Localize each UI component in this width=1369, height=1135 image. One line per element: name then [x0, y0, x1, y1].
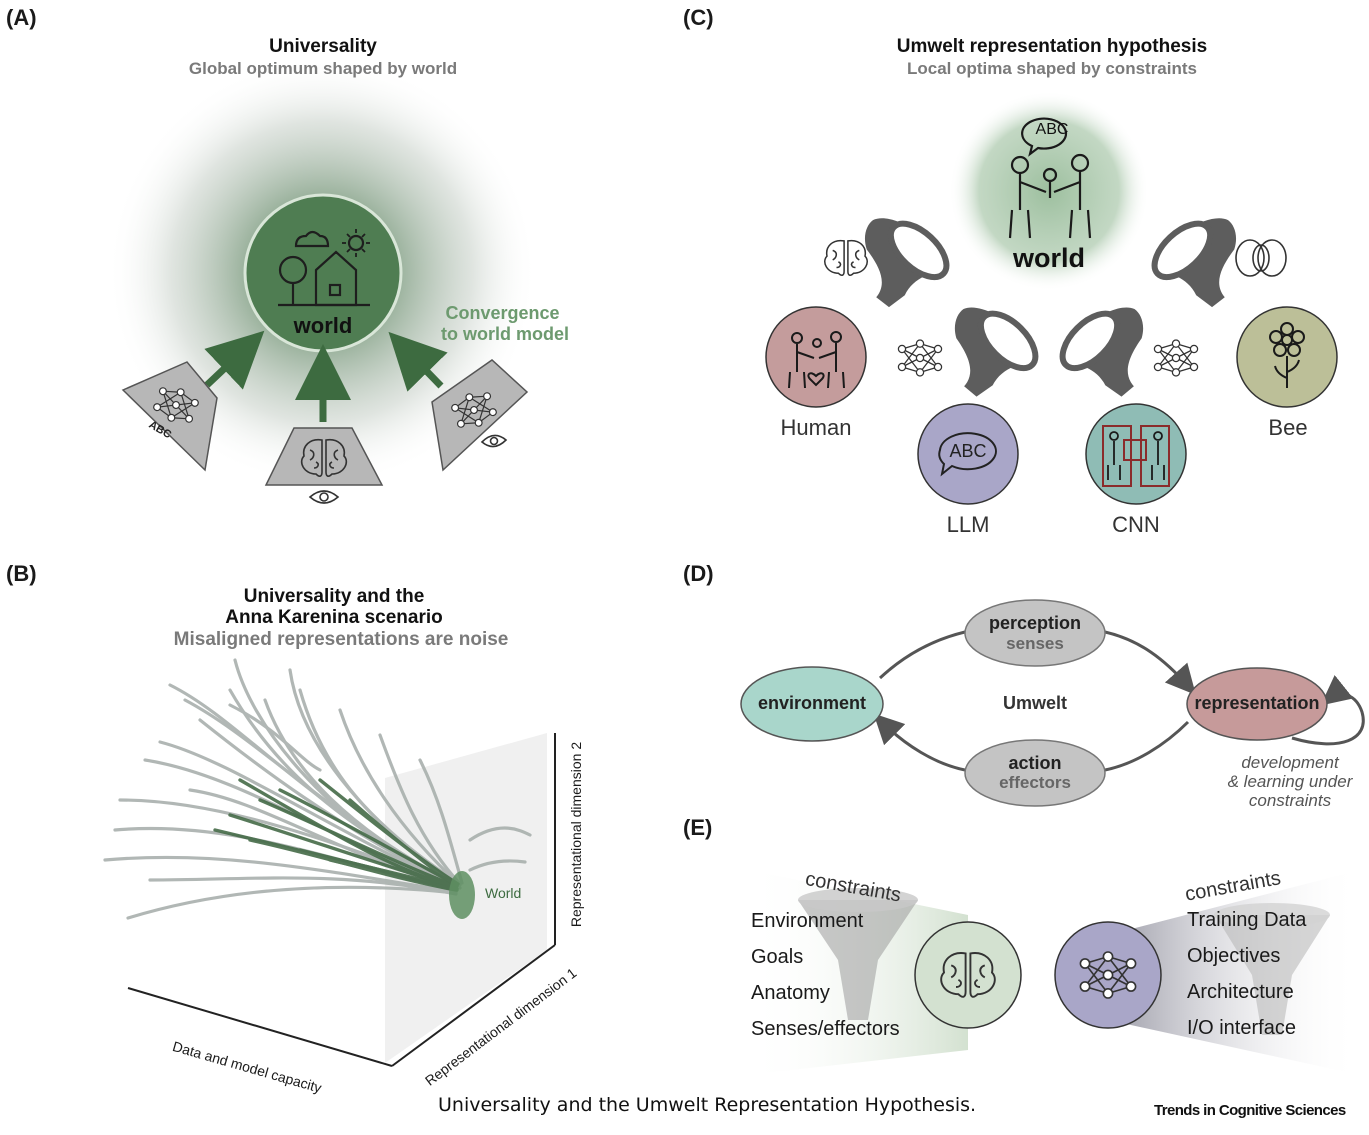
action-node: [964, 739, 1106, 807]
panel-letter-a: (A): [6, 5, 37, 30]
dev-line3: constraints: [1248, 791, 1332, 810]
right-item-2: Objectives: [1187, 945, 1281, 967]
convergence-line1: Convergence: [445, 303, 560, 323]
environment-label: environment: [757, 693, 867, 713]
panel-letter-d: (D): [683, 561, 714, 586]
representation-label: representation: [1194, 693, 1320, 713]
right-item-3: Architecture: [1187, 981, 1294, 1003]
left-item-2: Goals: [751, 946, 804, 968]
arc-perception-rep: [1104, 630, 1196, 695]
funnel-human: [856, 209, 962, 316]
axis-capacity: [127, 987, 393, 1067]
right-item-1: Training Data: [1187, 909, 1307, 931]
trajectory-bundle: [103, 658, 532, 920]
title-a: Universality: [269, 36, 377, 57]
people-flower-icon: [1008, 117, 1092, 239]
axis-label-dim2: Representational dimension 2: [568, 741, 584, 928]
dev-line1: development: [1241, 753, 1339, 772]
convergence-line2: to world model: [441, 324, 569, 344]
funnel-cnn: [1046, 298, 1154, 407]
umwelt-label: Umwelt: [1002, 693, 1067, 713]
figure-caption: Universality and the Umwelt Representati…: [438, 1094, 977, 1116]
cnn-label: CNN: [1112, 512, 1160, 537]
perception-node: [964, 599, 1106, 667]
eye-icon-a2: [480, 434, 508, 448]
human-label: Human: [780, 415, 852, 440]
title-c: Umwelt representation hypothesis: [896, 36, 1208, 57]
panel-letter-b: (B): [6, 561, 37, 586]
vision-model-plate: [431, 359, 529, 472]
abc-bubble-c: ABC: [1035, 121, 1069, 138]
world-target-b: [449, 871, 475, 919]
world-label-a: world: [293, 313, 353, 338]
funnel-bee: [1140, 209, 1246, 316]
arrow-left-a: [204, 330, 265, 390]
world-label-b: World: [485, 885, 522, 901]
llm-label: LLM: [946, 512, 990, 537]
dev-line2: & learning under: [1227, 772, 1353, 791]
image-crops-icon: [1102, 425, 1170, 487]
subtitle-c: Local optima shaped by constraints: [906, 59, 1197, 78]
brain-icon-c: [824, 239, 868, 277]
bee-brain-icon: [1235, 239, 1287, 277]
eye-icon-a: [308, 490, 340, 504]
cnn-circle: [1085, 403, 1187, 505]
arrow-right-a: [388, 331, 448, 392]
subtitle-a: Global optimum shaped by world: [188, 59, 458, 78]
arc-action-env: [873, 713, 966, 772]
funnel-llm: [943, 298, 1051, 407]
effectors-label: effectors: [999, 773, 1071, 792]
world-label-c: world: [1013, 243, 1085, 273]
net-icon-llm: [897, 339, 943, 377]
arc-env-perception: [878, 630, 966, 680]
llm-circle: [917, 403, 1019, 505]
senses-label: senses: [1006, 634, 1064, 653]
human-circle: [765, 306, 867, 408]
funnel-right: [1215, 915, 1330, 1035]
axis-dim1: [391, 944, 556, 1067]
representation-node: [1186, 667, 1328, 741]
journal-logo: Trends in Cognitive Sciences: [1154, 1102, 1346, 1119]
world-scene-icon: [278, 229, 370, 307]
left-item-1: Environment: [751, 910, 864, 932]
title-b-line1: Universality and the: [243, 586, 425, 607]
net-icon-cnn: [1153, 339, 1199, 377]
subtitle-b: Misaligned representations are noise: [173, 629, 509, 650]
speech-bubble-icon: [938, 432, 997, 477]
arc-rep-action: [1104, 720, 1190, 772]
panel-letter-c: (C): [683, 5, 714, 30]
self-loop-arrow: [1291, 675, 1365, 746]
brain-model-plate: [264, 427, 384, 486]
bee-label: Bee: [1268, 415, 1308, 440]
brain-circle-e: [914, 921, 1022, 1029]
llm-bubble-text: ABC: [949, 441, 987, 461]
flower-icon: [1269, 322, 1305, 388]
right-item-4: I/O interface: [1187, 1017, 1296, 1039]
panel-letter-e: (E): [683, 815, 713, 840]
environment-node: [740, 666, 884, 742]
title-b-line2: Anna Karenina scenario: [225, 607, 443, 628]
funnel-left: [798, 900, 918, 1020]
human-couple-icon: [788, 331, 845, 389]
left-item-3: Anatomy: [751, 982, 830, 1004]
cnn-people-icon: [1107, 431, 1165, 480]
left-item-4: Senses/effectors: [751, 1018, 900, 1040]
perception-label: perception: [988, 613, 1081, 633]
action-label: action: [1008, 753, 1062, 773]
